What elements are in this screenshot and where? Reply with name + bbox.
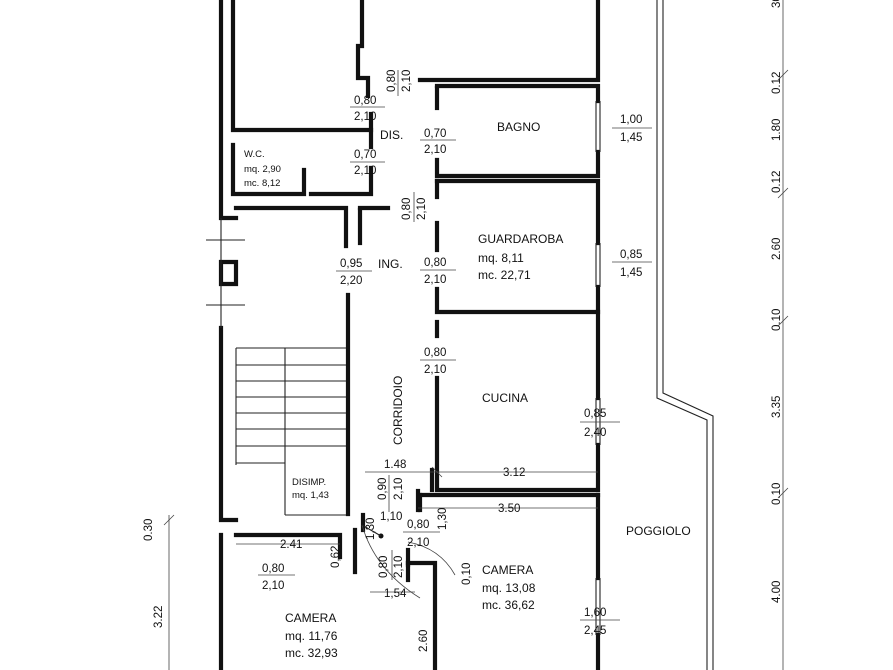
dim-left-322: 3.22 (153, 606, 165, 628)
opening-d3-w: 0,70 (354, 149, 376, 161)
wall-wc-right (308, 165, 374, 197)
dim-110: 1,10 (380, 511, 402, 523)
dim-right-400: 4.00 (771, 581, 783, 603)
dim-062: 0,62 (330, 546, 342, 568)
opening-d1v-w: 0,80 (386, 70, 398, 92)
opening-w1-w: 1,00 (620, 114, 642, 126)
wall-top-partition (355, 0, 371, 99)
opening-d5-h: 2,20 (340, 275, 362, 287)
opening-d8v-w: 0,90 (377, 478, 389, 500)
wall-wc (230, 142, 307, 197)
opening-d1v-h: 2,10 (401, 70, 413, 92)
opening-d5-w: 0,95 (340, 258, 362, 270)
dim-260b: 2.60 (418, 630, 430, 652)
dimension-labels: 1.48 3.12 3.50 1,10 1,30 1,30 2.41 0,62 … (143, 0, 783, 652)
opening-d9-h: 2,10 (407, 537, 429, 549)
opening-d4v-h: 2,10 (416, 198, 428, 220)
label-corridoio: CORRIDOIO (391, 376, 405, 445)
wall-camera1-top (233, 532, 343, 560)
wall-ing-left (233, 205, 349, 249)
opening-d4v-w: 0,80 (401, 198, 413, 220)
opening-d7-h: 2,10 (424, 364, 446, 376)
wall-bagno-top (434, 83, 601, 104)
opening-w4-h: 2,45 (584, 625, 606, 637)
dim-right-top: 30 (771, 0, 783, 8)
dim-right-010b: 0.10 (771, 483, 783, 505)
opening-w1-h: 1,45 (620, 132, 642, 144)
label-dis: DIS. (380, 128, 403, 142)
opening-w4-w: 1,60 (584, 607, 606, 619)
opening-d2-h: 2,10 (424, 144, 446, 156)
wall-outer-left-mid (218, 325, 239, 523)
dim-right-012b: 0.12 (771, 171, 783, 193)
dim-350: 3.50 (498, 503, 520, 515)
wall-topleft-room (230, 0, 374, 133)
label-disimp-mq: mq. 1,43 (292, 490, 329, 501)
opening-w3-h: 2,40 (584, 427, 606, 439)
label-bagno: BAGNO (497, 120, 540, 134)
label-guardaroba-mq: mq. 8,11 (478, 251, 524, 265)
label-camera2-name: CAMERA (482, 563, 533, 577)
wall-guardaroba-bottom (434, 284, 601, 315)
wall-left-stub (218, 259, 239, 287)
dim-right-335: 3.35 (771, 396, 783, 418)
wall-guardaroba-top (434, 178, 601, 246)
opening-d6-h: 2,10 (424, 274, 446, 286)
room-labels: BAGNO DIS. W.C. mq. 2,90 mc. 8,12 ING. G… (244, 120, 691, 660)
opening-d10-w: 0,80 (262, 563, 284, 575)
dim-right-180: 1.80 (771, 119, 783, 141)
dim-312: 3.12 (503, 467, 525, 479)
opening-d1-h: 2,10 (354, 111, 376, 123)
label-wc-mq: mq. 2,90 (244, 164, 281, 175)
dim-154: 1,54 (384, 588, 407, 600)
wall-bagno-bottom (434, 149, 601, 179)
opening-w2-h: 1,45 (620, 267, 642, 279)
label-wc-mc: mc. 8,12 (244, 178, 280, 189)
label-wc-name: W.C. (244, 149, 265, 160)
opening-d6-w: 0,80 (424, 257, 446, 269)
dim-right-010a: 0.10 (771, 309, 783, 331)
dim-right-012a: 0.12 (771, 72, 783, 94)
dimension-lines (163, 0, 789, 670)
dim-right-260: 2.60 (771, 238, 783, 260)
opening-d1-w: 0,80 (354, 95, 376, 107)
opening-d3-h: 2,10 (354, 165, 376, 177)
dim-130a: 1,30 (365, 518, 377, 540)
windows (206, 101, 601, 635)
label-guardaroba-name: GUARDAROBA (478, 232, 563, 246)
wall-camera2-lower-left (405, 560, 438, 670)
opening-d9-w: 0,80 (407, 519, 429, 531)
label-camera2-mc: mc. 36,62 (482, 598, 535, 612)
dim-130b: 1,30 (437, 508, 449, 530)
dim-010: 0,10 (461, 563, 473, 585)
dim-241: 2.41 (280, 539, 302, 551)
dim-left-030: 0.30 (143, 519, 155, 541)
opening-d11v-w: 0,80 (378, 556, 390, 578)
opening-labels: 0,80 2,10 0,80 2,10 0,70 2,10 0,70 2,10 … (262, 70, 642, 637)
opening-d7-w: 0,80 (424, 347, 446, 359)
opening-d10-h: 2,10 (262, 580, 284, 592)
label-ing: ING. (378, 257, 403, 271)
opening-d2-w: 0,70 (424, 128, 446, 140)
label-camera1-name: CAMERA (285, 611, 336, 625)
label-disimp-name: DISIMP. (292, 477, 326, 488)
label-camera1-mq: mq. 11,76 (285, 629, 338, 643)
stair (235, 347, 346, 516)
walls (218, 0, 601, 670)
poggiolo-outline (656, 0, 714, 670)
dim-148: 1.48 (384, 459, 406, 471)
opening-d8v-h: 2,10 (393, 478, 405, 500)
label-cucina: CUCINA (482, 391, 528, 405)
opening-d11v-h: 2,10 (393, 556, 405, 578)
opening-w2-w: 0,85 (620, 249, 642, 261)
wall-top-right-room (417, 0, 601, 83)
wall-cucina-left-low (434, 375, 601, 493)
label-guardaroba-mc: mc. 22,71 (478, 268, 531, 282)
opening-w3-w: 0,85 (584, 408, 606, 420)
label-camera1-mc: mc. 32,93 (285, 646, 338, 660)
label-camera2-mq: mq. 13,08 (482, 581, 536, 595)
label-poggiolo: POGGIOLO (626, 524, 691, 538)
